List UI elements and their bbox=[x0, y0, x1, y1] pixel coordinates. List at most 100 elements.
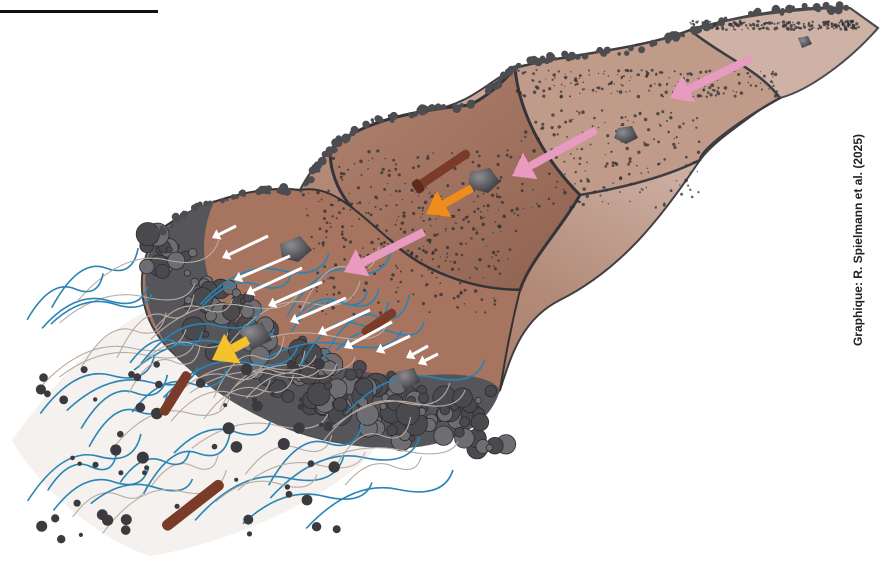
granule bbox=[418, 247, 421, 250]
granule bbox=[708, 86, 711, 89]
granule bbox=[399, 281, 402, 284]
granule bbox=[493, 297, 494, 298]
granule bbox=[768, 88, 770, 90]
granule bbox=[825, 21, 828, 24]
granule bbox=[623, 75, 625, 77]
granule bbox=[321, 199, 323, 201]
granule bbox=[410, 251, 413, 254]
granule bbox=[365, 212, 367, 214]
boulder bbox=[387, 425, 398, 436]
granule bbox=[601, 88, 604, 91]
granule bbox=[738, 82, 741, 85]
granule bbox=[668, 77, 669, 78]
granule bbox=[645, 70, 647, 72]
granule bbox=[617, 69, 620, 72]
clast-in-vegetation bbox=[78, 462, 82, 466]
granule bbox=[411, 229, 414, 232]
granule bbox=[818, 24, 820, 26]
granule bbox=[439, 293, 443, 297]
granule bbox=[457, 295, 460, 298]
granule bbox=[803, 25, 805, 27]
granule bbox=[608, 143, 610, 145]
boulder bbox=[182, 317, 205, 340]
granule bbox=[784, 24, 787, 27]
granule bbox=[583, 82, 585, 84]
granule bbox=[428, 193, 430, 195]
granule bbox=[608, 75, 610, 77]
granule bbox=[758, 27, 761, 30]
granule bbox=[325, 230, 328, 233]
granule bbox=[316, 290, 318, 292]
granule bbox=[395, 190, 398, 193]
rim-clast bbox=[231, 194, 237, 200]
granule bbox=[647, 128, 650, 131]
granule bbox=[796, 23, 797, 24]
rim-clast bbox=[789, 6, 795, 12]
granule bbox=[570, 82, 572, 84]
granule bbox=[325, 237, 327, 239]
granule bbox=[338, 211, 341, 214]
granule bbox=[665, 91, 668, 94]
granule bbox=[450, 261, 452, 263]
clast-in-vegetation bbox=[329, 461, 340, 472]
granule bbox=[341, 231, 343, 233]
granule bbox=[766, 22, 768, 24]
granule bbox=[626, 147, 629, 150]
granule bbox=[333, 288, 334, 289]
clast-in-vegetation bbox=[36, 521, 47, 532]
granule bbox=[510, 209, 513, 212]
granule bbox=[531, 207, 532, 208]
rim-clast bbox=[754, 8, 761, 15]
granule bbox=[524, 71, 526, 73]
granule bbox=[548, 87, 551, 90]
granule bbox=[302, 193, 305, 196]
granule bbox=[680, 73, 682, 75]
granule bbox=[365, 281, 368, 284]
rim-clast bbox=[835, 7, 840, 12]
granule bbox=[612, 182, 614, 184]
granule bbox=[564, 73, 565, 74]
rim-clast bbox=[206, 202, 210, 206]
granule bbox=[585, 170, 586, 171]
rim-clast bbox=[802, 3, 808, 9]
granule bbox=[429, 311, 431, 313]
granule bbox=[790, 27, 793, 30]
granule bbox=[515, 230, 517, 232]
granule bbox=[456, 306, 459, 309]
granule bbox=[838, 22, 840, 24]
rim-clast bbox=[772, 11, 775, 14]
granule bbox=[365, 218, 366, 219]
granule bbox=[644, 118, 648, 122]
granule bbox=[332, 157, 335, 160]
granule bbox=[524, 130, 527, 133]
granule bbox=[833, 28, 835, 30]
granule bbox=[579, 93, 580, 94]
granule bbox=[572, 206, 574, 208]
granule bbox=[400, 228, 402, 230]
rim-clast bbox=[311, 168, 316, 173]
granule bbox=[686, 79, 689, 82]
granule bbox=[532, 79, 535, 82]
granule bbox=[612, 164, 615, 167]
granule bbox=[431, 271, 434, 274]
granule bbox=[536, 69, 538, 71]
granule bbox=[391, 273, 394, 276]
granule bbox=[564, 76, 567, 79]
granule bbox=[847, 23, 850, 26]
granule bbox=[760, 71, 761, 72]
granule bbox=[774, 73, 778, 77]
clast-in-vegetation bbox=[312, 522, 321, 531]
rim-clast bbox=[823, 2, 830, 9]
granule bbox=[621, 123, 624, 126]
rim-clast bbox=[702, 21, 707, 26]
granule bbox=[367, 212, 369, 214]
granule bbox=[697, 191, 699, 193]
granule bbox=[663, 203, 666, 206]
clast-in-vegetation bbox=[102, 515, 113, 526]
granule bbox=[577, 193, 578, 194]
granule bbox=[306, 208, 307, 209]
granule bbox=[316, 271, 319, 274]
granule bbox=[461, 254, 463, 256]
granule bbox=[316, 191, 320, 195]
granule bbox=[495, 254, 497, 256]
